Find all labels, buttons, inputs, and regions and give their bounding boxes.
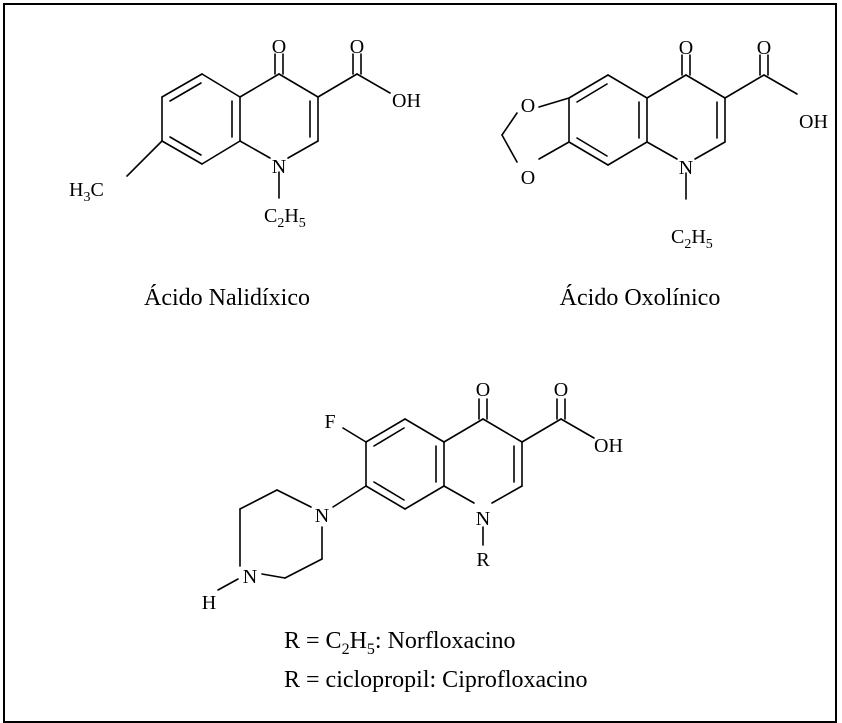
oxolinic-hydroxyl: OH bbox=[799, 111, 828, 133]
nalidixic-acid-structure: O O OH N H3C C2H5 Ácido Nalidíxico bbox=[69, 36, 421, 311]
nalidixic-oxo-oxygen: O bbox=[272, 36, 286, 58]
fluoroquinolone-oxo-oxygen: O bbox=[476, 379, 490, 401]
nalidixic-hydroxyl: OH bbox=[392, 90, 421, 112]
legend-ciprofloxacin: R = ciclopropil: Ciprofloxacino bbox=[284, 667, 587, 693]
nalidixic-ring-nitrogen: N bbox=[272, 156, 286, 178]
piperazine-nitrogen-1: N bbox=[315, 505, 329, 527]
oxolinic-ethyl-label: C2H5 bbox=[671, 226, 713, 252]
oxolinic-dioxole-oxygen-bottom: O bbox=[521, 167, 535, 189]
nalidixic-ethyl-label: C2H5 bbox=[264, 205, 306, 231]
fluoroquinolone-bonds bbox=[217, 398, 595, 591]
fluoroquinolone-acid-oxygen: O bbox=[554, 379, 568, 401]
oxolinic-oxo-oxygen: O bbox=[679, 37, 693, 59]
nalidixic-methyl-label: H3C bbox=[69, 179, 104, 205]
fluoroquinolone-fluorine: F bbox=[324, 411, 335, 433]
oxolinic-dioxole-oxygen-top: O bbox=[521, 95, 535, 117]
nalidixic-bonds bbox=[126, 53, 391, 199]
oxolinic-acid-caption: Ácido Oxolínico bbox=[560, 285, 721, 311]
oxolinic-acid-oxygen: O bbox=[757, 37, 771, 59]
oxolinic-ring-nitrogen: N bbox=[679, 157, 693, 179]
fluoroquinolone-r-group: R bbox=[476, 549, 490, 571]
oxolinic-bonds bbox=[501, 54, 798, 200]
substituent-legend: R = C2H5: Norfloxacino R = ciclopropil: … bbox=[284, 628, 587, 693]
piperazine-nitrogen-4: N bbox=[243, 566, 257, 588]
nalidixic-acid-caption: Ácido Nalidíxico bbox=[144, 285, 310, 311]
fluoroquinolone-ring-nitrogen: N bbox=[476, 508, 490, 530]
fluoroquinolone-structure: O O OH F N R N N H bbox=[202, 379, 623, 614]
nalidixic-acid-oxygen: O bbox=[350, 36, 364, 58]
oxolinic-acid-structure: O O OH O O N C2H5 Ácido Oxolínico bbox=[501, 37, 828, 311]
fluoroquinolone-hydroxyl: OH bbox=[594, 435, 623, 457]
legend-norfloxacin: R = C2H5: Norfloxacino bbox=[284, 628, 516, 658]
piperazine-nh-hydrogen: H bbox=[202, 592, 216, 614]
